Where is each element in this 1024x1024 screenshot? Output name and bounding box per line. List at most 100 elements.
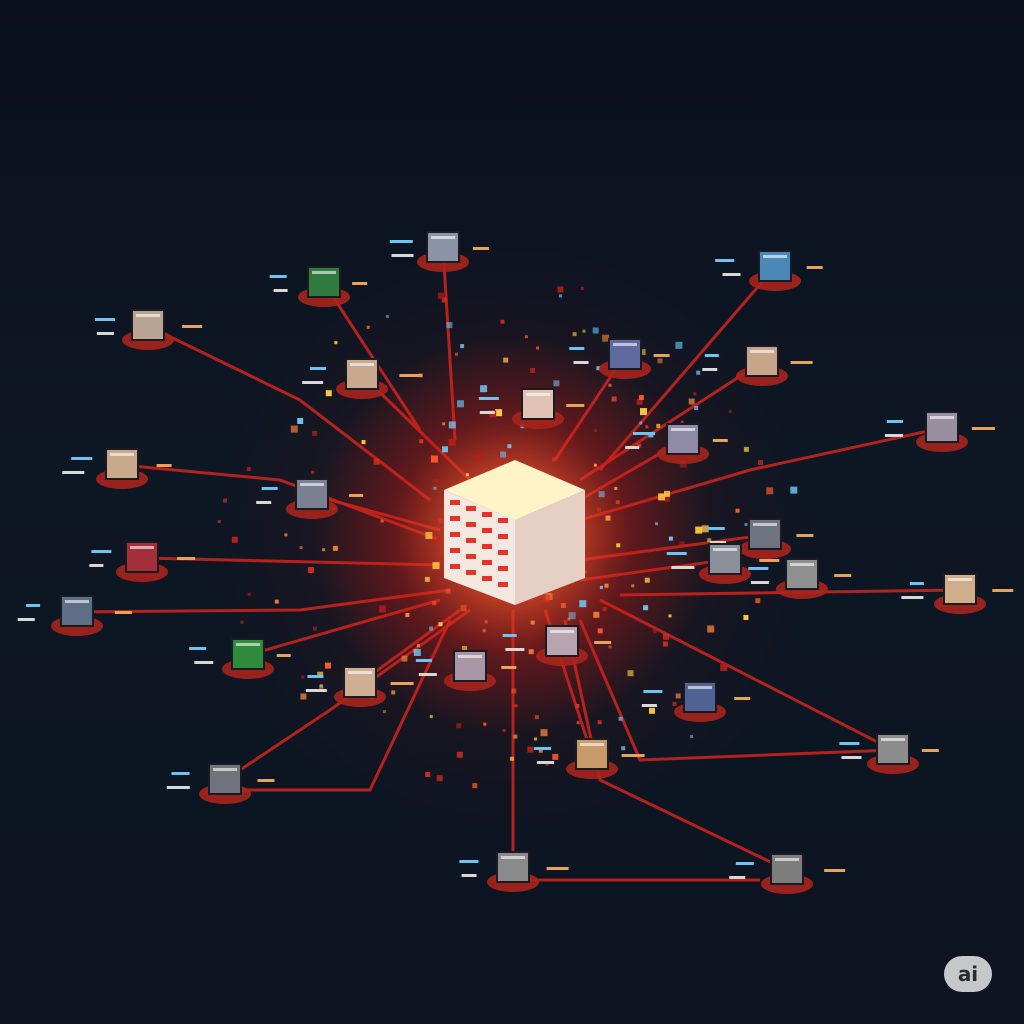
node-data-dash	[399, 374, 423, 377]
network-node	[502, 625, 612, 666]
hub-slot	[466, 538, 476, 543]
particle	[664, 496, 670, 502]
node-data-dash	[569, 347, 585, 350]
particle	[621, 746, 626, 751]
particle	[639, 349, 646, 356]
particle	[553, 380, 560, 387]
hub-slot	[498, 582, 508, 587]
particle	[442, 446, 448, 453]
particle	[534, 737, 538, 741]
particle	[246, 467, 251, 472]
particle	[766, 487, 774, 495]
particle	[728, 410, 732, 414]
particle	[361, 440, 366, 445]
node-data-dash	[621, 754, 645, 757]
particle	[640, 408, 647, 416]
particle	[457, 400, 464, 408]
particle	[429, 626, 434, 631]
particle	[419, 439, 424, 444]
node-data-dash	[461, 874, 477, 877]
particle	[385, 314, 389, 318]
node-data-dash	[177, 557, 196, 560]
particle	[319, 684, 324, 689]
particle	[744, 523, 748, 526]
particle	[446, 322, 453, 329]
node-data-dash	[182, 325, 203, 328]
hub-slot	[450, 500, 460, 505]
node-data-dash	[533, 747, 551, 750]
network-node	[302, 358, 423, 399]
node-data-dash	[566, 404, 585, 407]
node-data-dash	[89, 564, 104, 567]
hub-slot	[450, 548, 460, 553]
particle	[568, 612, 576, 620]
particle	[668, 614, 672, 618]
particle	[217, 520, 221, 523]
node-data-dash	[189, 647, 207, 650]
central-server-cube	[444, 460, 585, 605]
particle	[274, 599, 279, 604]
particle	[649, 707, 655, 714]
particle	[602, 334, 610, 342]
particle	[637, 443, 642, 448]
particle	[507, 444, 512, 449]
node-data-dash	[729, 876, 746, 879]
hub-slot	[466, 522, 476, 527]
node-data-dash	[722, 273, 741, 276]
node-data-dash	[841, 756, 862, 759]
node-data-dash	[307, 675, 324, 678]
particle	[551, 457, 556, 462]
network-node	[625, 423, 728, 464]
particle	[639, 421, 643, 425]
particle	[495, 409, 503, 417]
particle	[311, 470, 315, 474]
network-node	[17, 595, 132, 636]
node-highlight	[775, 858, 799, 861]
particle	[445, 588, 451, 594]
network-node	[641, 681, 751, 722]
node-highlight	[550, 630, 574, 633]
particle	[509, 756, 514, 761]
network-node	[901, 573, 1014, 614]
node-data-dash	[256, 501, 272, 504]
particle	[455, 352, 458, 356]
particle	[598, 491, 605, 498]
node-data-dash	[839, 742, 860, 745]
node-data-dash	[171, 772, 190, 775]
particle	[413, 649, 421, 656]
particle	[664, 490, 670, 497]
node-data-dash	[302, 381, 324, 384]
node-data-dash	[702, 368, 718, 371]
node-data-dash	[71, 457, 93, 460]
particle	[631, 584, 635, 588]
node-data-dash	[390, 682, 414, 685]
node-data-dash	[715, 259, 735, 262]
particle	[502, 729, 506, 733]
particle	[432, 601, 437, 606]
particle	[707, 625, 715, 633]
particle	[325, 662, 331, 669]
particle	[424, 576, 430, 582]
hub-left-face	[444, 490, 515, 605]
particle	[366, 325, 370, 329]
node-data-dash	[389, 240, 413, 243]
node-data-dash	[505, 648, 525, 651]
hub-slot	[482, 528, 492, 533]
particle	[608, 383, 612, 387]
particle	[596, 507, 601, 512]
particle	[312, 626, 317, 631]
particle	[605, 515, 611, 521]
particle	[658, 493, 666, 501]
node-data-dash	[17, 618, 35, 621]
particle	[675, 341, 683, 349]
particle	[758, 460, 763, 465]
particle	[679, 541, 685, 547]
particle	[297, 418, 304, 424]
hub-slot	[482, 560, 492, 565]
network-node	[89, 541, 196, 582]
particle	[503, 357, 509, 363]
particle	[332, 545, 338, 551]
hub-slot	[498, 534, 508, 539]
network-node	[62, 448, 172, 489]
